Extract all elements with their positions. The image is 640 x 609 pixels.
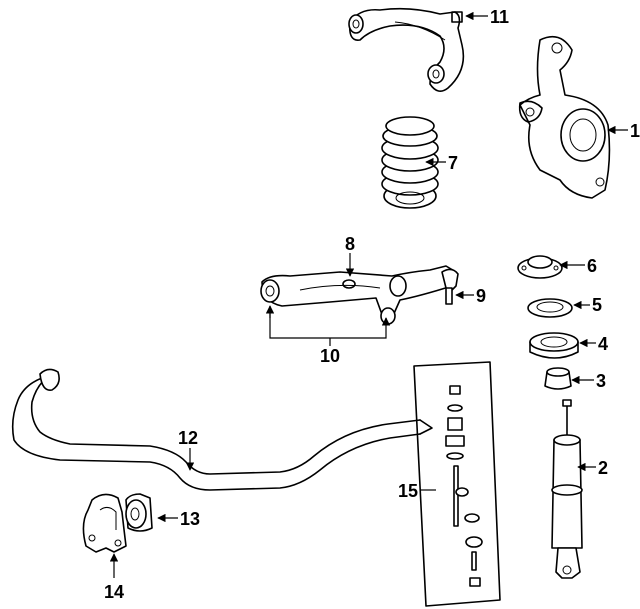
- shock-absorber: [551, 399, 583, 579]
- callout-3: 3: [596, 371, 606, 391]
- callout-7: 7: [448, 153, 458, 173]
- callout-13: 13: [180, 509, 200, 529]
- upper-control-arm: [348, 7, 465, 92]
- callout-11: 11: [490, 7, 509, 27]
- callout-12: 12: [178, 428, 198, 448]
- strut-mount: [517, 255, 563, 279]
- spring-seat: [527, 298, 573, 318]
- coil-spring: [381, 116, 439, 209]
- leader-lines: [109, 11, 628, 578]
- callout-14: 14: [104, 582, 124, 602]
- callout-2: 2: [598, 458, 608, 478]
- stabilizer-bar: [11, 368, 433, 491]
- callout-15: 15: [398, 481, 418, 501]
- spring-isolator: [529, 332, 579, 359]
- callout-4: 4: [598, 334, 608, 354]
- callout-1: 1: [630, 121, 640, 141]
- callout-10: 10: [320, 346, 340, 366]
- callout-6: 6: [587, 256, 597, 276]
- stabilizer-bushing: [125, 493, 153, 532]
- callout-8: 8: [345, 234, 355, 254]
- steering-knuckle: [518, 35, 611, 199]
- ball-joint: [441, 268, 459, 305]
- callout-9: 9: [476, 286, 486, 306]
- stabilizer-link-kit: [413, 361, 501, 607]
- callout-5: 5: [592, 295, 602, 315]
- lower-control-arm: [260, 265, 457, 325]
- leader-10: [269, 306, 387, 339]
- bump-stop: [544, 367, 572, 390]
- callout-labels: 11 1 7 8 6 5 4 3 2 9 10 12 13 14 15: [104, 7, 640, 602]
- stabilizer-bracket: [82, 493, 127, 553]
